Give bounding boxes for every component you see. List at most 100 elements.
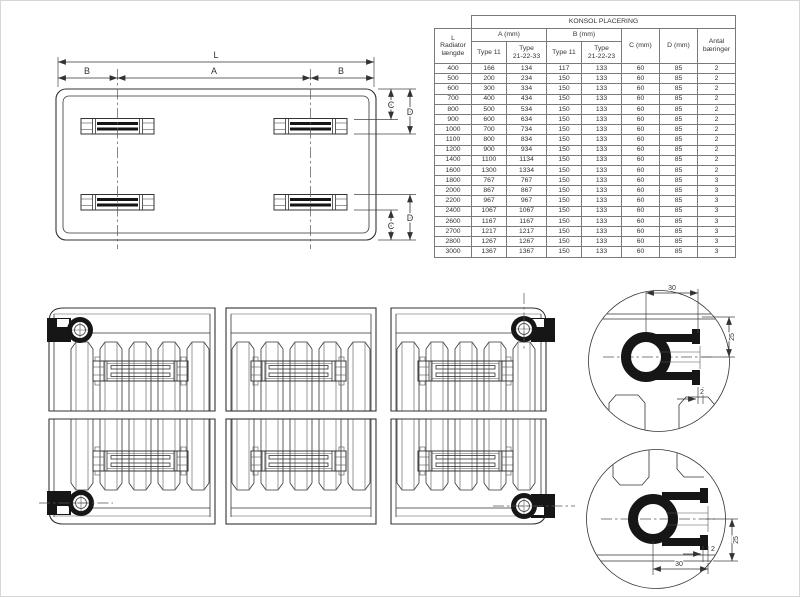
table-cell: 150: [546, 205, 582, 217]
table-cell: 133: [581, 154, 622, 166]
table-cell: 800: [471, 134, 507, 146]
table-cell: 133: [581, 225, 622, 238]
table-cell: 1800: [434, 175, 472, 187]
table-cell: 60: [621, 134, 660, 146]
table-cell: 60: [621, 144, 660, 156]
table-cell: 500: [471, 103, 507, 115]
table-cell: 867: [471, 185, 507, 197]
table-cell: 150: [546, 73, 582, 85]
table-cell: 85: [659, 154, 698, 166]
table-cell: 867: [506, 185, 547, 197]
table-cell: 166: [471, 62, 507, 75]
table-title: KONSOL PLACERING: [470, 15, 737, 29]
dim-label-D-top: D: [407, 107, 414, 117]
table-cell: 85: [659, 225, 698, 238]
table-cell: 150: [546, 144, 582, 156]
table-cell: 85: [659, 93, 698, 105]
table-cell: 150: [546, 154, 582, 166]
table-cell: 2200: [434, 195, 472, 207]
table-cell: 2600: [434, 215, 472, 228]
table-cell: 133: [581, 215, 622, 228]
table-cell: 1100: [434, 134, 472, 146]
table-cell: 534: [506, 103, 547, 115]
table-cell: 2: [696, 93, 737, 105]
dim-label-C-top: C: [388, 100, 395, 110]
table-cell: 85: [659, 62, 698, 75]
table-cell: 133: [581, 62, 622, 75]
subheader-b-type21-22-23: Type 21-22-23: [581, 41, 622, 64]
table-cell: 934: [506, 144, 547, 156]
radiator-panel-sections: [39, 293, 575, 525]
table-cell: 85: [659, 195, 698, 207]
table-cell: 60: [621, 113, 660, 126]
table-cell: 1067: [471, 205, 507, 217]
table-cell: 1300: [471, 164, 507, 177]
dim-label-B-right: B: [338, 66, 344, 76]
table-cell: 133: [581, 134, 622, 146]
table-cell: 1334: [506, 164, 547, 177]
table-cell: 1267: [471, 236, 507, 248]
table-cell: 3: [696, 185, 737, 197]
table-cell: 3000: [434, 246, 472, 258]
table-cell: 133: [581, 144, 622, 156]
table-cell: 734: [506, 124, 547, 136]
table-cell: 600: [434, 83, 472, 95]
col-header-d-mm: D (mm): [659, 28, 698, 64]
table-cell: 900: [471, 144, 507, 156]
col-header-radiator-length: L Radiator længde: [434, 28, 472, 64]
table-cell: 3: [696, 236, 737, 248]
table-cell: 3: [696, 205, 737, 217]
table-cell: 1167: [506, 215, 547, 228]
table-cell: 150: [546, 195, 582, 207]
table-cell: 2: [696, 144, 737, 156]
table-cell: 85: [659, 215, 698, 228]
table-cell: 1367: [471, 246, 507, 258]
subheader-a-type21-22-33: Type 21-22-33: [506, 41, 547, 64]
bracket-clamp-profile-top: [621, 329, 701, 385]
table-cell: 133: [581, 73, 622, 85]
table-cell: 60: [621, 185, 660, 197]
table-cell: 60: [621, 225, 660, 238]
table-cell: 85: [659, 73, 698, 85]
table-cell: 150: [546, 215, 582, 228]
table-cell: 150: [546, 175, 582, 187]
table-cell: 117: [546, 62, 582, 75]
table-cell: 85: [659, 175, 698, 187]
table-cell: 400: [471, 93, 507, 105]
col-header-b-mm: B (mm): [546, 28, 622, 42]
table-cell: 2: [696, 113, 737, 126]
table-cell: 1000: [434, 124, 472, 136]
detail-view-bottom: 2 25 30: [586, 449, 741, 589]
col-header-a-mm: A (mm): [471, 28, 547, 42]
table-cell: 634: [506, 113, 547, 126]
table-cell: 767: [506, 175, 547, 187]
table-cell: 60: [621, 124, 660, 136]
table-cell: 700: [434, 93, 472, 105]
table-cell: 60: [621, 195, 660, 207]
table-cell: 2000: [434, 185, 472, 197]
konsol-placering-table: KONSOL PLACERING L Radiator længde A (mm…: [434, 15, 737, 258]
table-cell: 434: [506, 93, 547, 105]
radiator-inner-outline: [62, 95, 370, 234]
bracket-detail-views: 30 25 2: [586, 284, 741, 589]
table-cell: 133: [581, 83, 622, 95]
table-cell: 85: [659, 113, 698, 126]
table-cell: 1600: [434, 164, 472, 177]
table-cell: 60: [621, 93, 660, 105]
table-cell: 500: [434, 73, 472, 85]
table-cell: 1217: [506, 225, 547, 238]
table-cell: 133: [581, 175, 622, 187]
subheader-b-type11: Type 11: [546, 41, 582, 64]
table-cell: 85: [659, 236, 698, 248]
table-cell: 2: [696, 62, 737, 75]
table-cell: 133: [581, 113, 622, 126]
table-cell: 2: [696, 124, 737, 136]
table-cell: 85: [659, 83, 698, 95]
table-cell: 133: [581, 205, 622, 217]
table-cell: 1167: [471, 215, 507, 228]
